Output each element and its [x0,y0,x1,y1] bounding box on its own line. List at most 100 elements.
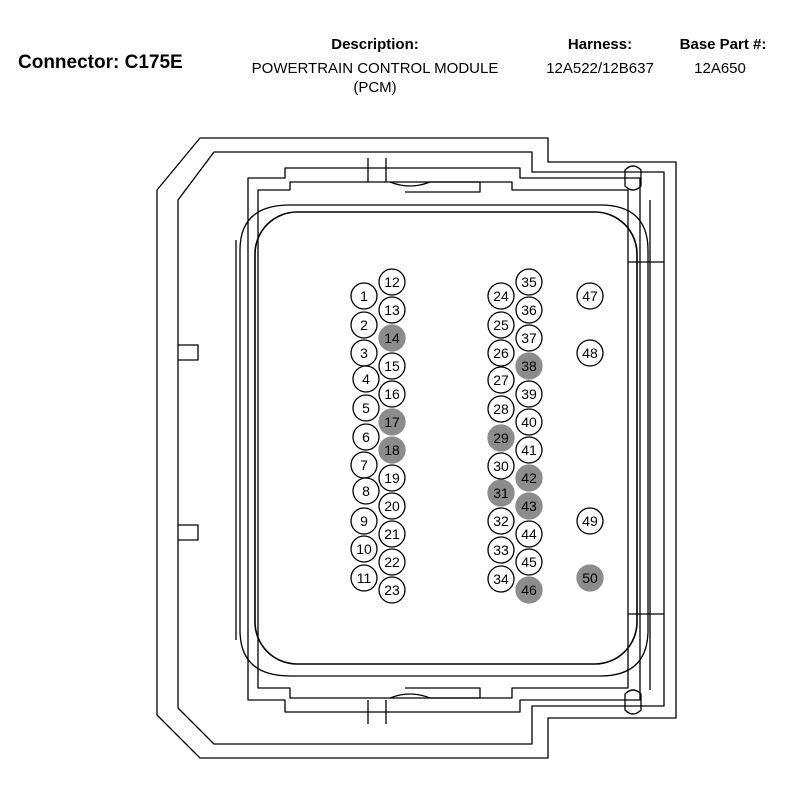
pin-40: 40 [515,408,543,436]
pin-label: 29 [493,430,509,446]
pin-label: 10 [356,541,372,557]
pin-circle [487,311,515,339]
pin-27: 27 [487,366,515,394]
pin-6: 6 [352,423,380,451]
pin-label: 4 [362,371,370,387]
pin-label: 27 [493,372,509,388]
pin-label: 31 [493,485,509,501]
pin-circle [487,366,515,394]
description-value-line2: (PCM) [353,79,397,96]
pin-circle [378,296,406,324]
pin-label: 8 [362,483,370,499]
pin-8: 8 [352,477,380,505]
pin-circle [515,324,543,352]
pin-label: 49 [582,513,598,529]
pin-circle [487,339,515,367]
pin-label: 9 [360,513,368,529]
description-label: Description: [331,36,419,53]
pin-3: 3 [350,339,378,367]
pin-label: 14 [384,330,400,346]
pin-label: 1 [360,288,368,304]
pin-circle [576,282,604,310]
pin-label: 37 [521,330,537,346]
pin-39: 39 [515,380,543,408]
pin-37: 37 [515,324,543,352]
pin-43: 43 [515,492,543,520]
pin-36: 36 [515,296,543,324]
pin-circle [378,520,406,548]
pin-label: 36 [521,302,537,318]
pin-49: 49 [576,507,604,535]
pin-circle [350,507,378,535]
pin-10: 10 [350,535,378,563]
pin-45: 45 [515,548,543,576]
pin-circle [350,535,378,563]
pin-11: 11 [350,564,378,592]
hook-bottom-right [624,689,642,715]
pin-circle [487,479,515,507]
pin-19: 19 [378,464,406,492]
pin-label: 13 [384,302,400,318]
pin-circle [515,436,543,464]
pin-label: 5 [362,400,370,416]
pin-circle [515,268,543,296]
pin-circle [515,408,543,436]
pin-circle [378,492,406,520]
pin-group: 1234567891011121314151617181920212223242… [350,268,604,604]
harness-value: 12A522/12B637 [546,60,654,77]
pin-5: 5 [352,394,380,422]
pin-label: 35 [521,274,537,290]
pin-circle [515,464,543,492]
pin-circle [576,339,604,367]
pin-44: 44 [515,520,543,548]
pin-circle [487,565,515,593]
pin-label: 12 [384,274,400,290]
pin-18: 18 [378,436,406,464]
pin-48: 48 [576,339,604,367]
pin-circle [378,548,406,576]
pin-24: 24 [487,282,515,310]
pin-label: 6 [362,429,370,445]
pin-circle [487,507,515,535]
pin-33: 33 [487,536,515,564]
pin-28: 28 [487,395,515,423]
pin-9: 9 [350,507,378,535]
pin-label: 22 [384,554,400,570]
pin-circle [378,464,406,492]
pin-35: 35 [515,268,543,296]
harness-label: Harness: [567,36,633,53]
pin-label: 47 [582,288,598,304]
pin-label: 33 [493,542,509,558]
pin-22: 22 [378,548,406,576]
pin-20: 20 [378,492,406,520]
pin-23: 23 [378,576,406,604]
base-part-label: Base Part #: [679,36,767,53]
pin-label: 41 [521,442,537,458]
pin-label: 39 [521,386,537,402]
pin-label: 32 [493,513,509,529]
pin-47: 47 [576,282,604,310]
pin-circle [352,394,380,422]
pin-circle [378,380,406,408]
pin-41: 41 [515,436,543,464]
pin-face [254,211,638,665]
pin-34: 34 [487,565,515,593]
key-bottom [367,687,481,724]
pin-circle [378,352,406,380]
pin-label: 34 [493,571,509,587]
pin-label: 23 [384,582,400,598]
pin-circle [352,365,380,393]
pin-circle [350,564,378,592]
pin-32: 32 [487,507,515,535]
pin-26: 26 [487,339,515,367]
pin-circle [352,423,380,451]
pin-7: 7 [350,451,378,479]
pin-label: 2 [360,317,368,333]
pin-label: 40 [521,414,537,430]
shell-outline [247,167,641,713]
connector-id: Connector: C175E [18,52,183,73]
pin-4: 4 [352,365,380,393]
shell-inner-outline [257,181,629,699]
pin-circle [487,452,515,480]
pin-circle [378,324,406,352]
